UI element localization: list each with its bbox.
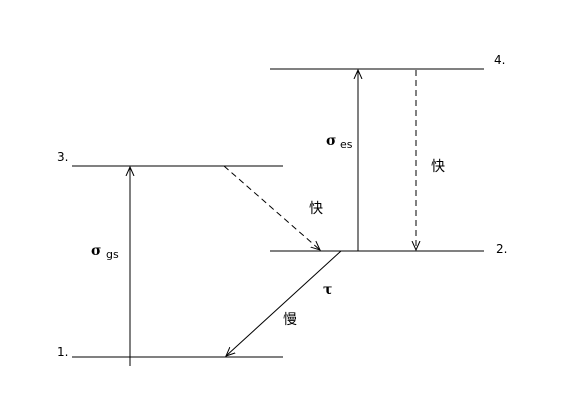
ground-absorption-label: σ gs [91,243,119,261]
decay-3-to-2-arrow [223,165,320,250]
level-2-label: 2. [496,242,507,256]
level-3-label: 3. [57,150,68,164]
decay-2-to-1-label: 慢 [283,311,297,328]
decay-2-to-1-arrow [226,250,342,356]
sigma-es-symbol: σ [326,133,336,149]
excited-absorption-label: σ es [326,133,353,151]
tau-symbol: τ [323,282,332,298]
level-1-label: 1. [57,345,68,359]
sigma-gs-symbol: σ [91,243,101,259]
level-4-label: 4. [494,53,505,67]
sigma-es-subscript: es [340,138,353,151]
decay-4-to-2-label: 快 [431,159,445,175]
decay-3-to-2-label: 快 [309,201,323,217]
sigma-gs-subscript: gs [106,248,119,261]
